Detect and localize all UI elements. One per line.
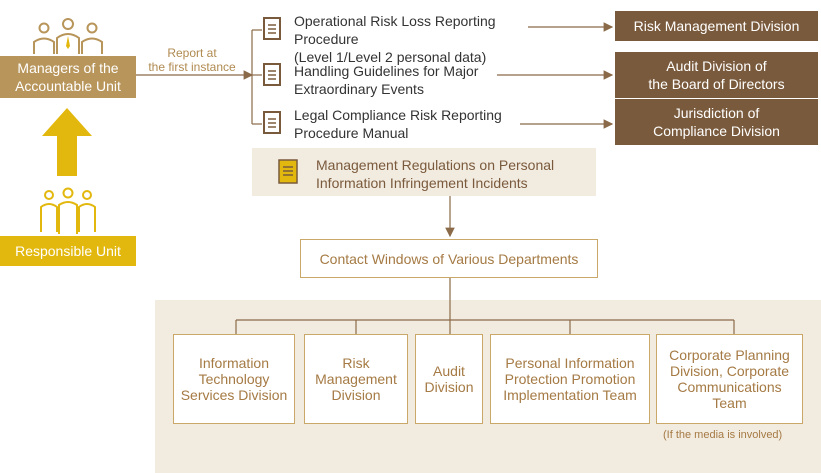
- responsible-unit-label: Responsible Unit: [15, 243, 121, 259]
- contact-windows-label: Contact Windows of Various Departments: [319, 250, 579, 267]
- audit-division-line1: Audit Division of: [666, 58, 767, 74]
- department-line: Communications: [677, 379, 782, 395]
- document-icon: [263, 63, 281, 86]
- department-line: Technology: [198, 371, 270, 387]
- department-line: Risk: [342, 355, 370, 371]
- procedure-line1: Handling Guidelines for Major: [294, 63, 479, 79]
- procedure-item: Operational Risk Loss Reporting Procedur…: [294, 12, 534, 66]
- regulation-document-icon: [278, 159, 298, 184]
- department-line: Audit: [433, 363, 465, 379]
- department-box: Information Technology Services Division: [173, 334, 295, 424]
- department-box: Risk Management Division: [304, 334, 408, 424]
- media-note: (If the media is involved): [663, 429, 783, 441]
- compliance-division-line1: Jurisdiction of: [673, 105, 760, 121]
- managers-label-line2: Accountable Unit: [15, 78, 121, 94]
- procedure-item: Handling Guidelines for Major Extraordin…: [294, 62, 499, 98]
- report-label: Report at the first instance: [140, 46, 244, 74]
- department-line: Implementation Team: [503, 387, 637, 403]
- compliance-division-line2: Compliance Division: [653, 123, 780, 139]
- document-icon: [263, 111, 281, 134]
- department-line: Personal Information: [505, 355, 635, 371]
- procedure-line1: Operational Risk Loss Reporting Procedur…: [294, 13, 496, 47]
- compliance-division-box: Jurisdiction of Compliance Division: [615, 99, 818, 145]
- responsible-unit-box: Responsible Unit: [0, 236, 136, 266]
- report-label-line1: Report at: [167, 46, 217, 60]
- department-line: Information: [198, 355, 270, 371]
- audit-division-box: Audit Division of the Board of Directors: [615, 52, 818, 98]
- department-box: Corporate Planning Division, Corporate C…: [656, 334, 803, 424]
- contact-windows-box: Contact Windows of Various Departments: [300, 239, 598, 278]
- managers-group-icon: [33, 18, 103, 54]
- risk-management-division-box: Risk Management Division: [615, 11, 818, 41]
- department-line: Division: [331, 387, 381, 403]
- regulation-title: Management Regulations on Personal Infor…: [316, 156, 586, 192]
- procedure-item: Legal Compliance Risk Reporting Procedur…: [294, 106, 519, 142]
- department-box: Personal Information Protection Promotio…: [490, 334, 650, 424]
- responsible-group-icon: [40, 187, 96, 234]
- procedure-line2: (Level 1/Level 2 personal data): [294, 49, 487, 65]
- procedure-line2: Procedure Manual: [294, 125, 409, 141]
- department-line: Protection Promotion: [504, 371, 636, 387]
- department-line: Division: [424, 379, 474, 395]
- department-line: Services Division: [180, 387, 288, 403]
- report-label-line2: the first instance: [148, 60, 236, 74]
- up-arrow-icon: [42, 108, 92, 176]
- department-line: Management: [315, 371, 397, 387]
- regulation-line2: Information Infringement Incidents: [316, 175, 528, 191]
- document-icon: [263, 17, 281, 40]
- department-line: Corporate Planning: [669, 347, 790, 363]
- procedure-line1: Legal Compliance Risk Reporting: [294, 107, 502, 123]
- department-line: Division, Corporate: [669, 363, 790, 379]
- procedure-line2: Extraordinary Events: [294, 81, 424, 97]
- regulation-band: [252, 148, 596, 196]
- managers-label-line1: Managers of the: [17, 60, 119, 76]
- department-line: Team: [712, 395, 747, 411]
- audit-division-line2: the Board of Directors: [648, 76, 785, 92]
- regulation-line1: Management Regulations on Personal: [316, 157, 555, 173]
- risk-division-label: Risk Management Division: [633, 18, 800, 34]
- department-box: Audit Division: [415, 334, 483, 424]
- managers-box: Managers of the Accountable Unit: [0, 56, 136, 98]
